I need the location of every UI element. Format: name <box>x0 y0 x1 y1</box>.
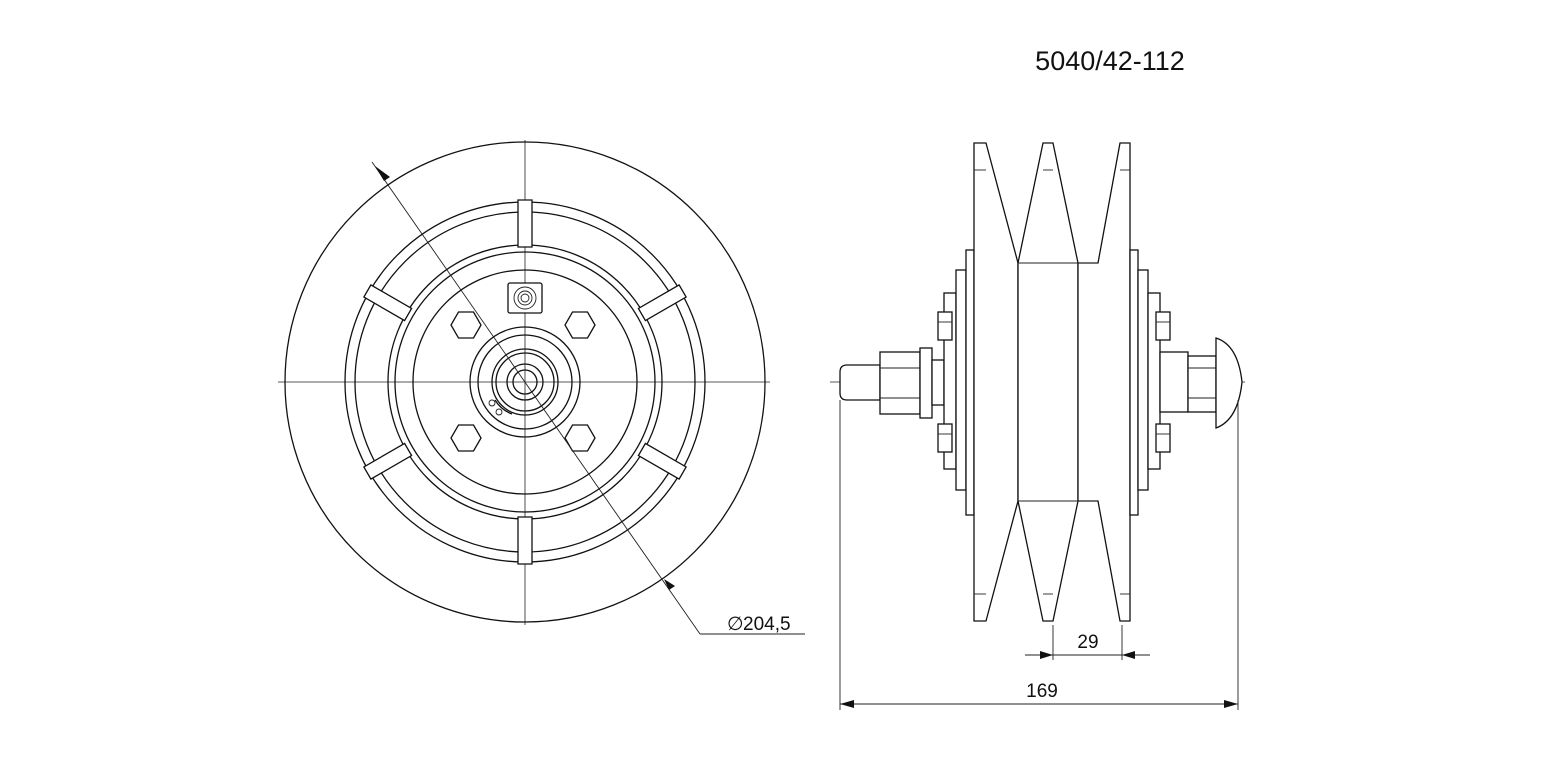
diameter-symbol: ∅ <box>727 614 744 635</box>
front-view: ∅ 204,5 <box>278 140 805 635</box>
mounting-bolts <box>450 311 596 452</box>
part-number-title: 5040/42-112 <box>1035 46 1185 76</box>
diameter-dimension: ∅ 204,5 <box>371 161 805 635</box>
grease-nipple <box>507 282 543 314</box>
right-flange <box>1129 249 1171 516</box>
spoke-rib <box>362 284 413 322</box>
spoke-rib <box>517 199 533 248</box>
hex-bolt <box>564 424 596 452</box>
diameter-value: 204,5 <box>743 614 791 635</box>
side-view: 29 169 <box>830 142 1245 710</box>
overall-length-value: 169 <box>1026 681 1058 702</box>
spoke-ribs <box>362 199 688 565</box>
right-shaft-end <box>1159 337 1243 429</box>
overall-length-dimension: 169 <box>839 400 1239 710</box>
spoke-rib <box>362 442 413 480</box>
bearing-hub <box>469 326 581 438</box>
groove-spacing-dimension: 29 <box>1025 625 1150 660</box>
hub-ring-middle <box>394 251 656 513</box>
pulley-grooves <box>973 142 1131 622</box>
outer-rim <box>284 141 766 623</box>
groove-spacing-value: 29 <box>1077 632 1098 653</box>
spoke-rib <box>517 516 533 565</box>
left-shaft-end <box>839 347 945 419</box>
hex-bolt <box>450 424 482 452</box>
left-flange <box>937 249 975 516</box>
hex-bolt <box>450 311 482 339</box>
hex-bolt <box>564 311 596 339</box>
spoke-rib <box>637 284 688 322</box>
hub-face <box>412 269 638 495</box>
spoke-rib <box>637 442 688 480</box>
